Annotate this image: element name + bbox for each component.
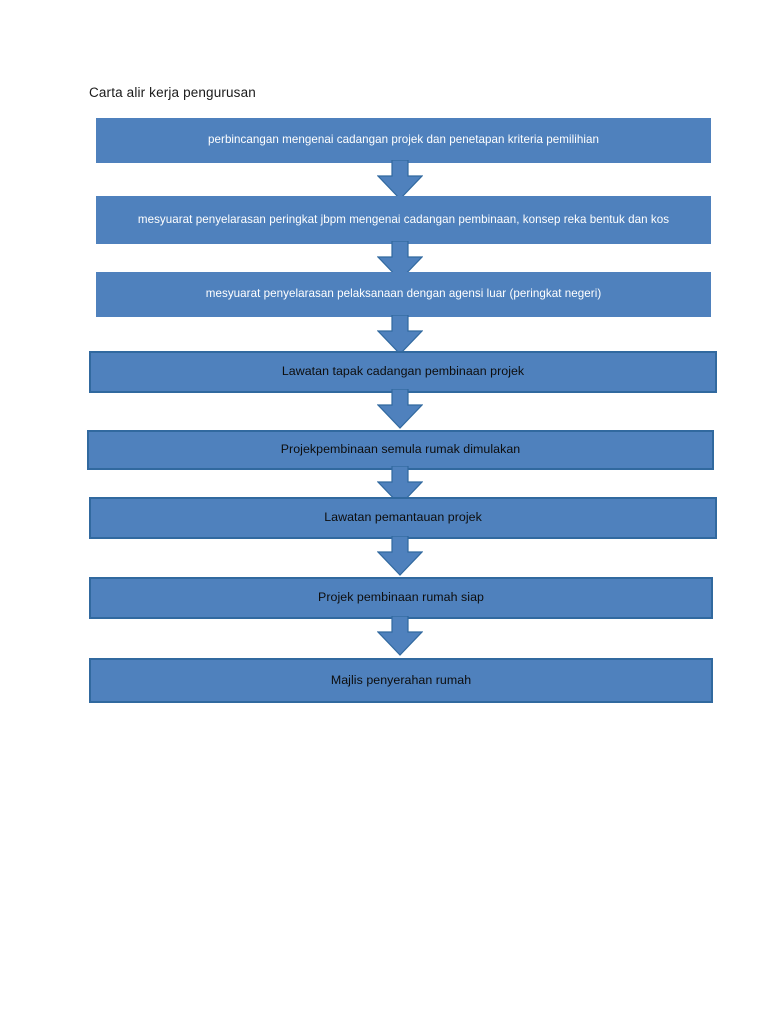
flow-step-1[interactable]: perbincangan mengenai cadangan projek da… bbox=[96, 118, 711, 163]
flow-step-4[interactable]: Lawatan tapak cadangan pembinaan projek bbox=[89, 351, 717, 393]
flow-step-1-label: perbincangan mengenai cadangan projek da… bbox=[208, 133, 599, 147]
flow-step-5[interactable]: Projekpembinaan semula rumak dimulakan bbox=[87, 430, 714, 470]
flow-step-6-label: Lawatan pemantauan projek bbox=[324, 510, 482, 525]
flow-step-8[interactable]: Majlis penyerahan rumah bbox=[89, 658, 713, 703]
flow-arrow-down-2 bbox=[377, 241, 423, 281]
flow-arrow-down-1 bbox=[377, 160, 423, 200]
flow-arrow-down-5 bbox=[377, 466, 423, 506]
flow-arrow-down-3 bbox=[377, 315, 423, 355]
flow-step-3[interactable]: mesyuarat penyelarasan pelaksanaan denga… bbox=[96, 272, 711, 317]
flow-arrow-down-7 bbox=[377, 616, 423, 656]
flow-step-4-label: Lawatan tapak cadangan pembinaan projek bbox=[281, 364, 525, 379]
flow-arrow-down-6 bbox=[377, 536, 423, 576]
flow-step-7-label: Projek pembinaan rumah siap bbox=[318, 590, 484, 605]
flow-step-5-label: Projekpembinaan semula rumak dimulakan bbox=[280, 442, 521, 457]
flow-step-2-label: mesyuarat penyelarasan peringkat jbpm me… bbox=[137, 212, 670, 226]
flow-arrow-down-4 bbox=[377, 389, 423, 429]
flow-step-7[interactable]: Projek pembinaan rumah siap bbox=[89, 577, 713, 619]
flow-step-6[interactable]: Lawatan pemantauan projek bbox=[89, 497, 717, 539]
flow-step-2[interactable]: mesyuarat penyelarasan peringkat jbpm me… bbox=[96, 196, 711, 244]
flow-step-3-label: mesyuarat penyelarasan pelaksanaan denga… bbox=[205, 287, 602, 301]
flow-step-8-label: Majlis penyerahan rumah bbox=[330, 672, 472, 687]
page-title: Carta alir kerja pengurusan bbox=[89, 85, 256, 100]
